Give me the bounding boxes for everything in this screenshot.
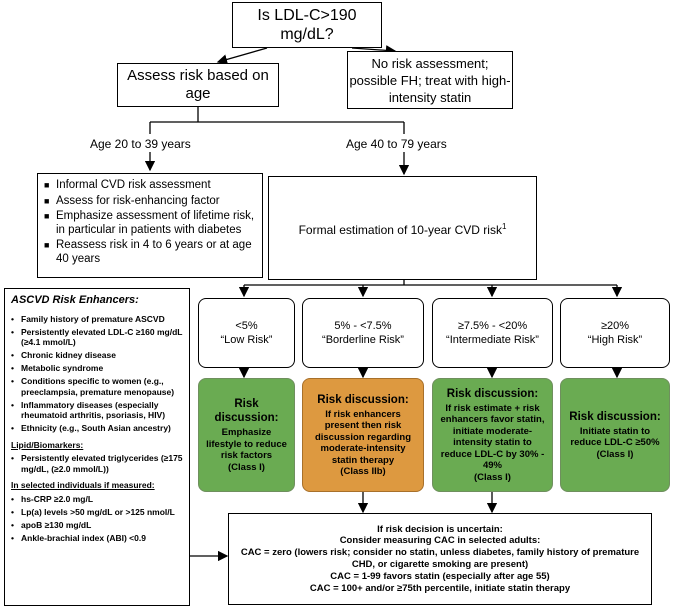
ldl-question-text: Is LDL-C>190 mg/dL? — [257, 7, 357, 43]
discussion-text: If risk estimate + risk enhancers favor … — [440, 402, 545, 472]
enhancer-item: Chronic kidney disease — [11, 350, 183, 361]
selected-item: hs-CRP ≥2.0 mg/L — [11, 494, 183, 505]
young-item: Emphasize assessment of lifetime risk, i… — [44, 210, 256, 237]
discussion-title: Risk discussion: — [569, 410, 661, 423]
young-item: Assess for risk-enhancing factor — [44, 195, 256, 209]
discussion-text: If risk enhancers present then risk disc… — [314, 408, 412, 466]
age-young-label: Age 20 to 39 years — [90, 137, 191, 151]
selected-title: In selected individuals if measured: — [11, 480, 155, 490]
risk-label: “High Risk” — [587, 334, 643, 346]
discussion-title: Risk discussion: — [446, 387, 539, 400]
young-item: Informal CVD risk assessment — [44, 179, 256, 193]
enhancer-item: Inflammatory diseases (especially rheuma… — [11, 400, 183, 421]
assess-age-text: Assess risk based on age — [127, 67, 269, 102]
young-item: Reassess risk in 4 to 6 years or at age … — [44, 239, 256, 266]
risk-high-box: ≥20% “High Risk” — [560, 298, 670, 368]
discussion-class: (Class I) — [596, 448, 634, 460]
risk-enhancers-box: ASCVD Risk Enhancers: Family history of … — [4, 288, 190, 606]
cac-line: If risk decision is uncertain: — [377, 523, 503, 535]
discussion-class: (Class IIb) — [340, 466, 386, 477]
risk-low-box: <5% “Low Risk” — [198, 298, 295, 368]
lipid-item: Persistently elevated triglycerides (≥17… — [11, 453, 183, 474]
discussion-high-box: Risk discussion: Initiate statin to redu… — [560, 378, 670, 492]
risk-label: “Borderline Risk” — [322, 334, 404, 346]
discussion-intermediate-box: Risk discussion: If risk estimate + risk… — [432, 378, 553, 492]
discussion-class: (Class I) — [474, 471, 511, 483]
risk-pct: ≥7.5% - <20% — [457, 320, 528, 332]
discussion-title: Risk discussion: — [317, 393, 409, 406]
discussion-borderline-box: Risk discussion: If risk enhancers prese… — [302, 378, 424, 492]
risk-intermediate-box: ≥7.5% - <20% “Intermediate Risk” — [432, 298, 553, 368]
cac-box: If risk decision is uncertain: Consider … — [228, 513, 652, 605]
formal-estimation-text: Formal estimation of 10-year CVD risk1 — [298, 221, 507, 237]
cac-line: CAC = 1-99 favors statin (especially aft… — [330, 570, 550, 582]
young-adult-box: Informal CVD risk assessment Assess for … — [37, 173, 263, 278]
risk-pct: <5% — [235, 320, 258, 332]
risk-borderline-box: 5% - <7.5% “Borderline Risk” — [302, 298, 424, 368]
cac-line: Consider measuring CAC in selected adult… — [339, 535, 541, 547]
fh-text: No risk assessment; possible FH; treat w… — [349, 55, 511, 105]
risk-label: “Low Risk” — [220, 334, 273, 346]
fh-box: No risk assessment; possible FH; treat w… — [347, 51, 513, 109]
risk-label: “Intermediate Risk” — [446, 334, 539, 346]
selected-item: apoB ≥130 mg/dL — [11, 520, 183, 531]
assess-age-box: Assess risk based on age — [117, 63, 279, 107]
enhancer-item: Conditions specific to women (e.g., pree… — [11, 376, 183, 397]
discussion-title: Risk discussion: — [214, 398, 279, 424]
selected-item: Ankle-brachial index (ABI) <0.9 — [11, 533, 183, 544]
discussion-text: Emphasize lifestyle to reduce risk facto… — [206, 427, 287, 461]
formal-estimation-box: Formal estimation of 10-year CVD risk1 — [268, 176, 537, 280]
link-question-age — [216, 47, 268, 65]
enhancer-item: Ethnicity (e.g., South Asian ancestry) — [11, 423, 183, 434]
enhancer-item: Family history of premature ASCVD — [11, 314, 183, 325]
discussion-low-box: Risk discussion: Emphasize lifestyle to … — [198, 378, 295, 492]
selected-item: Lp(a) levels >50 mg/dL or >125 nmol/L — [11, 507, 183, 518]
enhancer-item: Persistently elevated LDL-C ≥160 mg/dL (… — [11, 327, 183, 348]
cac-line: CAC = 100+ and/or ≥75th percentile, init… — [309, 582, 571, 594]
cac-line: CAC = zero (lowers risk; consider no sta… — [240, 547, 640, 570]
age-old-label: Age 40 to 79 years — [346, 137, 447, 151]
ldl-question-box: Is LDL-C>190 mg/dL? — [232, 2, 382, 48]
enhancers-title: ASCVD Risk Enhancers: — [11, 294, 139, 306]
formal-footnote: 1 — [501, 221, 507, 231]
enhancer-item: Metabolic syndrome — [11, 363, 183, 374]
risk-pct: ≥20% — [600, 320, 630, 332]
risk-pct: 5% - <7.5% — [334, 320, 392, 332]
discussion-class: (Class I) — [228, 461, 265, 473]
discussion-text: Initiate statin to reduce LDL-C ≥50% — [570, 425, 660, 449]
lipid-title: Lipid/Biomarkers: — [11, 439, 84, 450]
